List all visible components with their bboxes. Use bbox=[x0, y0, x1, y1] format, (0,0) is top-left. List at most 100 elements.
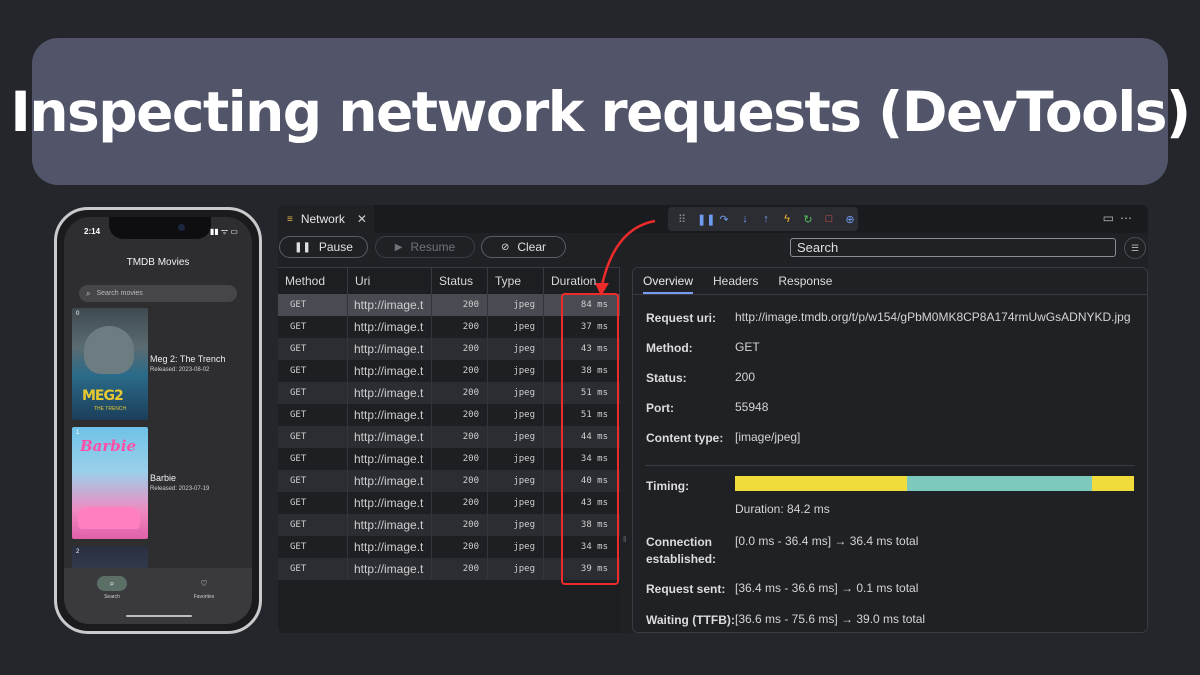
list-item[interactable]: Barbie Released: 2023-07-19 bbox=[150, 473, 209, 492]
movie-title: Meg 2: The Trench bbox=[150, 354, 226, 364]
cell-uri: http://image.t bbox=[348, 470, 432, 492]
app-title: TMDB Movies bbox=[126, 257, 190, 268]
cell-method: GET bbox=[278, 338, 348, 360]
cell-duration: 39 ms bbox=[580, 564, 608, 574]
field-label: Connection established: bbox=[646, 535, 717, 566]
search-movies-input[interactable]: ⌕ Search movies bbox=[79, 285, 237, 302]
cell-method: GET bbox=[278, 426, 348, 448]
page-title: Inspecting network requests (DevTools) bbox=[10, 79, 1191, 144]
col-uri[interactable]: Uri bbox=[348, 268, 432, 294]
step-out-icon[interactable]: ↑ bbox=[763, 213, 769, 225]
resume-button[interactable]: ▶Resume bbox=[375, 236, 475, 258]
clear-label: Clear bbox=[517, 240, 547, 254]
cell-status: 200 bbox=[432, 448, 488, 470]
cell-uri: http://image.t bbox=[348, 338, 432, 360]
tab-network[interactable]: ≡ Network ✕ bbox=[278, 205, 374, 233]
cell-uri: http://image.t bbox=[348, 382, 432, 404]
search-icon: ⌕ bbox=[97, 576, 127, 591]
nav-favorites[interactable]: ♡ Favorites bbox=[174, 576, 234, 600]
clear-button[interactable]: ⊘Clear bbox=[481, 236, 566, 258]
hot-reload-icon[interactable]: ϟ bbox=[784, 213, 790, 225]
cell-type: jpeg bbox=[488, 316, 544, 338]
col-duration[interactable]: Duration bbox=[544, 268, 620, 294]
search-input[interactable]: Search bbox=[790, 238, 1116, 257]
cell-uri: http://image.t bbox=[348, 536, 432, 558]
drag-handle-icon[interactable]: ⠿ bbox=[677, 213, 687, 226]
more-icon[interactable]: ⋯ bbox=[1120, 211, 1138, 225]
hot-restart-icon[interactable]: ↻ bbox=[803, 213, 813, 226]
cell-uri: http://image.t bbox=[348, 448, 432, 470]
split-view-icon[interactable]: ▭ bbox=[1102, 211, 1120, 225]
search-placeholder: Search movies bbox=[96, 290, 143, 297]
cell-method: GET bbox=[278, 360, 348, 382]
phone-notch bbox=[109, 217, 211, 239]
bottom-nav: ⌕ Search ♡ Favorites bbox=[64, 568, 252, 624]
col-method[interactable]: Method bbox=[278, 268, 348, 294]
cell-method: GET bbox=[278, 514, 348, 536]
movie-poster-meg2[interactable]: 0 MEG2 THE TRENCH bbox=[72, 308, 148, 420]
cell-status: 200 bbox=[432, 360, 488, 382]
pause-label: Pause bbox=[318, 240, 353, 254]
nav-search[interactable]: ⌕ Search bbox=[82, 576, 142, 600]
col-status[interactable]: Status bbox=[432, 268, 488, 294]
step-into-icon[interactable]: ↓ bbox=[742, 213, 748, 225]
cell-status: 200 bbox=[432, 470, 488, 492]
cell-status: 200 bbox=[432, 338, 488, 360]
cell-duration: 34 ms bbox=[580, 542, 608, 552]
search-icon: ⌕ bbox=[86, 288, 91, 298]
cell-method: GET bbox=[278, 448, 348, 470]
col-type[interactable]: Type bbox=[488, 268, 544, 294]
network-toolbar: ❚❚Pause ▶Resume ⊘Clear Search ☰ bbox=[278, 235, 1148, 259]
timing-segment bbox=[907, 476, 1093, 491]
filter-icon[interactable]: ☰ bbox=[1124, 237, 1146, 259]
splitter-handle[interactable]: ‖ bbox=[623, 535, 627, 544]
tab-response[interactable]: Response bbox=[778, 274, 833, 288]
field-label: Method: bbox=[646, 341, 693, 355]
waiting-value: [36.6 ms - 75.6 ms] → 39.0 ms total bbox=[735, 612, 926, 626]
close-icon[interactable]: ✕ bbox=[356, 212, 367, 226]
stop-icon[interactable]: □ bbox=[825, 213, 833, 225]
list-item[interactable]: Meg 2: The Trench Released: 2023-08-02 bbox=[150, 354, 225, 373]
cell-uri: http://image.t bbox=[348, 514, 432, 536]
cell-uri: http://image.t bbox=[348, 426, 432, 448]
pause-button[interactable]: ❚❚Pause bbox=[279, 236, 368, 258]
field-label: Request sent: bbox=[646, 582, 726, 596]
tab-headers[interactable]: Headers bbox=[713, 274, 759, 288]
pause-icon[interactable]: ❚❚ bbox=[697, 213, 716, 226]
tab-overview[interactable]: Overview bbox=[643, 268, 694, 294]
nav-label: Favorites bbox=[193, 594, 215, 600]
cell-method: GET bbox=[278, 294, 348, 316]
tab-bar: ≡ Network ✕ ⠿ ❚❚ ↷ ↓ ↑ ϟ ↻ □ ⊕ ▭⋯ bbox=[278, 205, 1148, 233]
inspect-icon[interactable]: ⊕ bbox=[845, 213, 855, 226]
cell-method: GET bbox=[278, 536, 348, 558]
movie-poster-barbie[interactable]: 1 Barbie bbox=[72, 427, 148, 539]
poster-logo: MEG2 bbox=[82, 388, 124, 404]
field-label: Timing: bbox=[646, 479, 690, 493]
movie-release-date: Released: 2023-08-02 bbox=[150, 367, 210, 373]
cell-status: 200 bbox=[432, 316, 488, 338]
port-value: 55948 bbox=[735, 400, 769, 414]
request-sent-value: [36.4 ms - 36.6 ms] → 0.1 ms total bbox=[735, 581, 919, 595]
movie-title: Barbie bbox=[150, 473, 177, 483]
phone-mockup: 2:14 ▮▮ ᯤ ▭ TMDB Movies ⌕ Search movies … bbox=[54, 207, 262, 634]
devtools-window: ≡ Network ✕ ⠿ ❚❚ ↷ ↓ ↑ ϟ ↻ □ ⊕ ▭⋯ ❚❚Paus… bbox=[278, 205, 1148, 633]
movie-index: 0 bbox=[76, 311, 80, 317]
step-over-icon[interactable]: ↷ bbox=[719, 213, 729, 226]
cell-duration: 51 ms bbox=[580, 388, 608, 398]
home-indicator bbox=[126, 615, 192, 617]
